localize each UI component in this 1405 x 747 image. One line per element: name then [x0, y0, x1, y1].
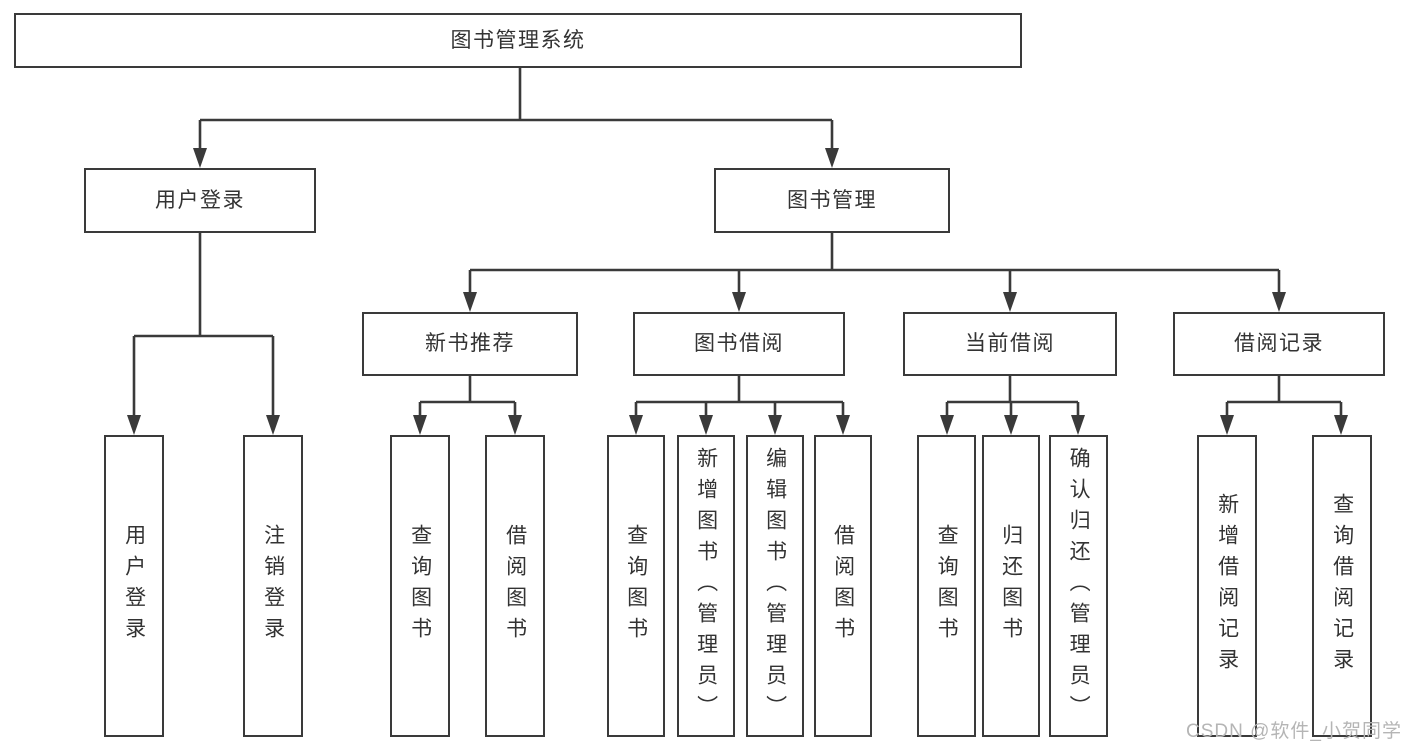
leaf-query-books-current: 查询图书 — [917, 435, 976, 737]
connector-user-login-to-leaves — [132, 233, 275, 419]
watermark: CSDN @软件_小贺同学 — [1186, 721, 1402, 742]
connector-new-book-recommend-to-leaves — [418, 376, 517, 419]
leaf-confirm-return-admin: 确认归还（管理员） — [1049, 435, 1108, 737]
connector-root-to-level1 — [198, 68, 834, 152]
node-borrowing-records: 借阅记录 — [1173, 312, 1385, 376]
connector-book-management-to-level2 — [468, 233, 1281, 296]
arrowheads — [127, 148, 1348, 435]
node-book-borrowing: 图书借阅 — [633, 312, 845, 376]
leaf-edit-books-admin: 编辑图书（管理员） — [746, 435, 804, 737]
leaf-user-login: 用户登录 — [104, 435, 164, 737]
node-current-borrowing: 当前借阅 — [903, 312, 1117, 376]
node-user-login: 用户登录 — [84, 168, 316, 233]
node-new-book-recommend: 新书推荐 — [362, 312, 578, 376]
leaf-borrow-books-recommend: 借阅图书 — [485, 435, 545, 737]
leaf-query-books-borrowing: 查询图书 — [607, 435, 665, 737]
leaf-logout: 注销登录 — [243, 435, 303, 737]
leaf-return-books: 归还图书 — [982, 435, 1040, 737]
leaf-add-books-admin: 新增图书（管理员） — [677, 435, 735, 737]
leaf-query-borrow-record: 查询借阅记录 — [1312, 435, 1372, 737]
leaf-add-borrow-record: 新增借阅记录 — [1197, 435, 1257, 737]
connector-book-borrowing-to-leaves — [634, 376, 845, 419]
node-book-management: 图书管理 — [714, 168, 950, 233]
connector-current-borrowing-to-leaves — [945, 376, 1080, 419]
connector-borrowing-records-to-leaves — [1225, 376, 1343, 419]
node-library-system: 图书管理系统 — [14, 13, 1022, 68]
leaf-query-books-recommend: 查询图书 — [390, 435, 450, 737]
leaf-borrow-books-borrowing: 借阅图书 — [814, 435, 872, 737]
